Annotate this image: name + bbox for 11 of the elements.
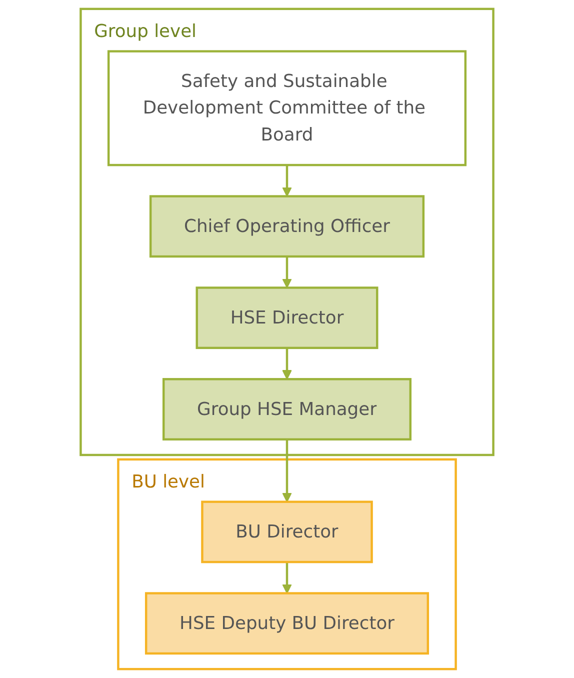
node-box: Chief Operating Officer <box>149 195 425 258</box>
node-box: Group HSE Manager <box>162 378 412 440</box>
node-box: HSE Director <box>196 286 378 350</box>
arrow <box>282 165 292 197</box>
arrow <box>282 256 292 288</box>
arrow <box>282 439 292 502</box>
arrow <box>282 562 292 594</box>
node-box: HSE Deputy BU Director <box>144 592 430 655</box>
arrow <box>282 348 292 380</box>
node-box: Safety and Sustainable Development Committee of the Board <box>107 50 467 166</box>
node-box: BU Director <box>201 500 373 564</box>
